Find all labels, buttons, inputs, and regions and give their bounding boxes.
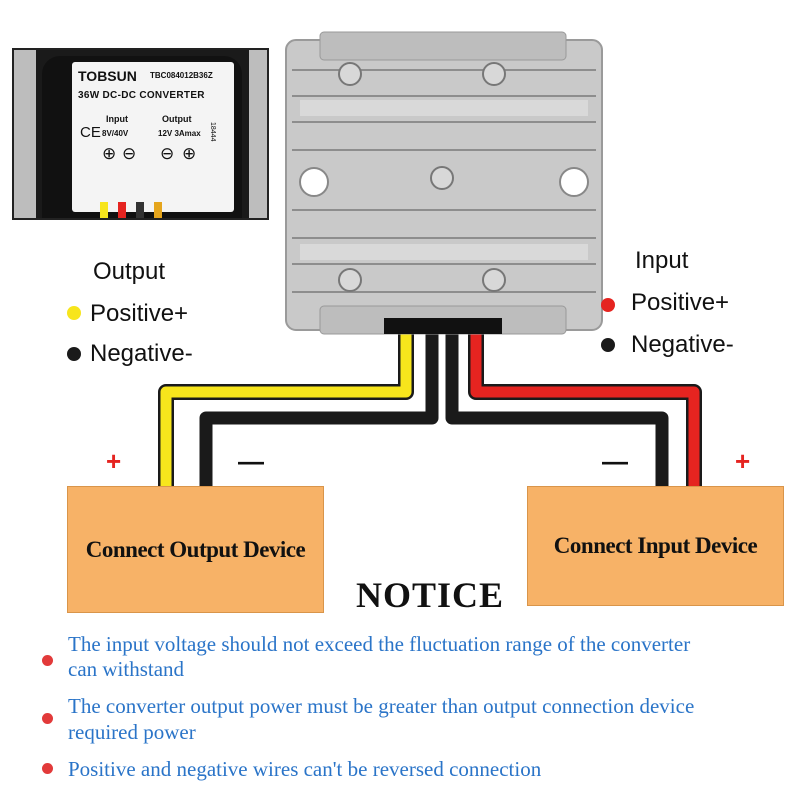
input-value: 8V/40V: [102, 129, 129, 138]
black-dot-icon: [601, 338, 615, 352]
red-dot-icon: [601, 298, 615, 312]
input-minus-symbol: ⊖: [122, 144, 137, 163]
output-device-label: Connect Output Device: [85, 536, 306, 562]
output-positive-label: Positive+: [90, 300, 189, 327]
input-negative-label: Negative-: [631, 331, 734, 358]
inset-wire-red: [118, 202, 126, 218]
input-device-label: Connect Input Device: [553, 533, 758, 558]
input-negative-wire: [445, 330, 669, 486]
model-text: TBC084012B36Z: [150, 71, 213, 80]
spec-label: TOBSUN TBC084012B36Z 36W DC-DC CONVERTER…: [72, 62, 234, 212]
notice-item-1-line2: can withstand: [68, 657, 185, 681]
notice-item-3-line1: Positive and negative wires can't be rev…: [68, 757, 542, 781]
mounting-bracket-left: [14, 50, 36, 218]
mounting-bracket-right: [249, 50, 267, 218]
bullet-icon: [42, 713, 53, 724]
converter-title: 36W DC-DC CONVERTER: [78, 90, 205, 101]
yellow-dot-icon: [67, 306, 81, 320]
inset-wire-black: [136, 202, 144, 218]
notice-item-1-line1: The input voltage should not exceed the …: [68, 632, 691, 656]
converter-label-photo: TOBSUN TBC084012B36Z 36W DC-DC CONVERTER…: [12, 48, 269, 220]
bullet-icon: [42, 763, 53, 774]
output-plus-symbol: ⊕: [182, 144, 197, 163]
output-legend-title: Output: [93, 258, 166, 285]
input-label: Input: [106, 114, 128, 124]
input-minus-sign: —: [602, 446, 628, 476]
output-device-box: Connect Output Device: [67, 486, 324, 613]
notice-heading: NOTICE: [355, 575, 505, 615]
output-plus-sign: +: [106, 446, 122, 476]
input-device-box: Connect Input Device: [527, 486, 784, 606]
inset-wire-orange: [154, 202, 162, 218]
input-plus-symbol: ⊕: [102, 144, 117, 163]
brand-text: TOBSUN: [78, 68, 137, 84]
input-legend-title: Input: [635, 247, 689, 274]
input-plus-sign: +: [735, 446, 751, 476]
black-dot-icon: [67, 347, 81, 361]
bullet-icon: [42, 655, 53, 666]
output-minus-symbol: ⊖: [160, 144, 175, 163]
input-positive-wire-core: [470, 330, 700, 486]
input-positive-label: Positive+: [631, 289, 730, 316]
output-negative-label: Negative-: [90, 340, 193, 367]
output-negative-wire: [199, 330, 439, 486]
output-positive-wire-core: [160, 330, 412, 486]
notice-item-2-line1: The converter output power must be great…: [68, 694, 695, 718]
output-minus-sign: —: [238, 446, 264, 476]
wires: [158, 330, 702, 486]
output-label: Output: [162, 114, 192, 124]
ce-mark: CE: [80, 124, 101, 141]
output-value: 12V 3Amax: [158, 129, 201, 138]
notice-item-2-line2: required power: [68, 720, 196, 744]
inset-wire-yellow: [100, 202, 108, 218]
converter-module: [285, 31, 603, 335]
